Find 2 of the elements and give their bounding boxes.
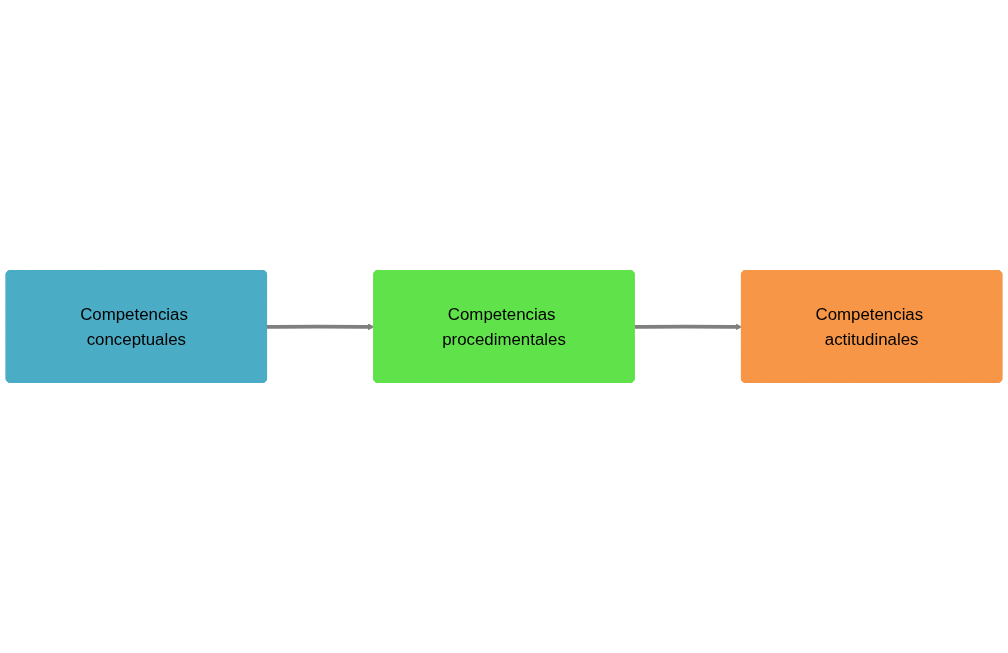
arrow [266, 323, 375, 331]
arrow [634, 323, 743, 331]
